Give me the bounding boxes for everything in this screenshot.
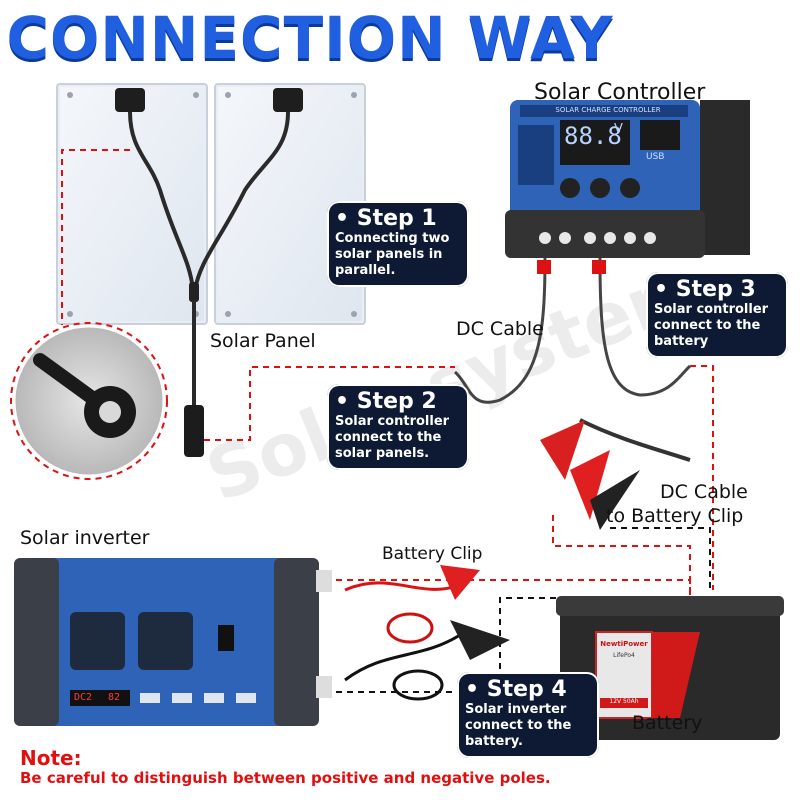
step-3-heading: • Step 3 <box>654 277 756 302</box>
dc-cable-battery-label-2: to Battery Clip <box>606 505 744 527</box>
controller-display-unit: V <box>614 122 623 137</box>
solar-controller <box>505 100 750 258</box>
step-2-heading: • Step 2 <box>335 389 437 414</box>
battery-graphic <box>556 596 784 740</box>
step-1-heading-text: Step 1 <box>356 206 437 231</box>
dc-cable-battery-label-1: DC Cable <box>660 481 748 503</box>
step-3-body: Solar controller connect to the battery <box>654 302 769 349</box>
controller-header: SOLAR CHARGE CONTROLLER <box>555 106 661 114</box>
solar-inverter <box>14 558 332 726</box>
step-3-box: • Step 3 Solar controller connect to the… <box>646 272 788 358</box>
page-title: CONNECTION WAY <box>6 4 614 72</box>
step-2-heading-text: Step 2 <box>356 389 437 414</box>
step-1-heading: • Step 1 <box>335 206 437 231</box>
step-4-heading: • Step 4 <box>465 677 567 702</box>
step-4-heading-text: Step 4 <box>486 677 567 702</box>
solar-inverter-label: Solar inverter <box>20 527 150 549</box>
inverter-display-right: 82 <box>108 692 121 703</box>
step-2-body: Solar controller connect to the solar pa… <box>335 414 450 461</box>
step-1-box: • Step 1 Connecting two solar panels in … <box>327 201 469 287</box>
inverter-display-left: DC2 <box>74 692 93 703</box>
battery-label: Battery <box>632 712 703 734</box>
step-4-body: Solar inverter connect to the battery. <box>465 702 572 749</box>
step-3-heading-text: Step 3 <box>675 277 756 302</box>
battery-brand-spec: 12V 50Ah <box>609 698 639 705</box>
step-2-box: • Step 2 Solar controller connect to the… <box>327 384 469 470</box>
controller-display: 88.8 <box>564 122 622 150</box>
note-heading: Note: <box>20 746 82 770</box>
battery-clip-label: Battery Clip <box>382 544 483 564</box>
dc-cable-label: DC Cable <box>456 318 544 340</box>
solar-panel-left <box>56 83 208 325</box>
controller-usb-label: USB <box>646 152 665 162</box>
step-4-box: • Step 4 Solar inverter connect to the b… <box>457 672 599 758</box>
solar-panel-label: Solar Panel <box>210 330 316 352</box>
step-1-body: Connecting two solar panels in parallel. <box>335 231 450 278</box>
battery-brand-name: NewtiPower <box>600 640 648 648</box>
solar-controller-label: Solar Controller <box>534 80 706 105</box>
note-body: Be careful to distinguish between positi… <box>20 769 551 787</box>
battery-brand-type: LifePo4 <box>613 652 635 659</box>
